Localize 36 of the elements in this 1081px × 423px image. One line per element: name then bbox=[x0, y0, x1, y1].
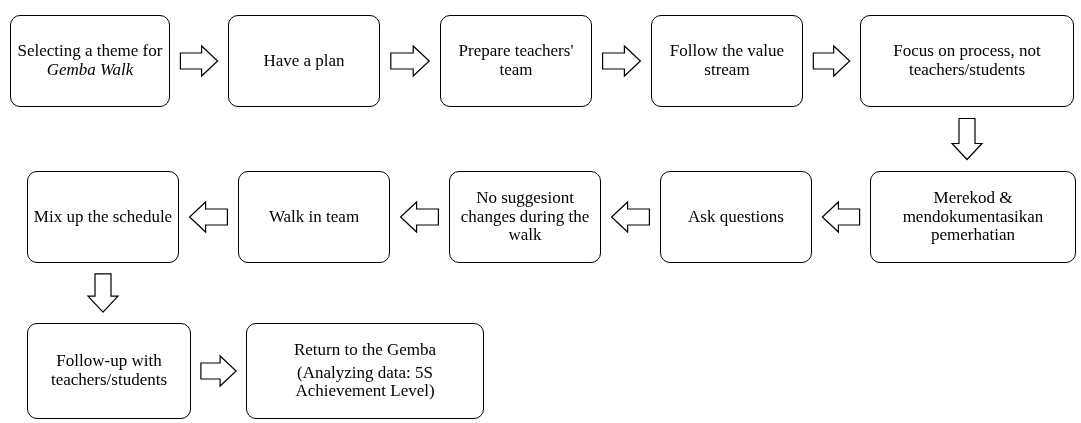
block-arrow bbox=[950, 117, 984, 161]
box-text: Selecting a theme for Gemba Walk bbox=[16, 42, 164, 80]
box-text: Have a plan bbox=[263, 51, 345, 71]
process-box bbox=[10, 15, 170, 107]
block-arrow bbox=[812, 44, 851, 78]
box-text: Return to the Gemba bbox=[293, 340, 437, 360]
block-arrow bbox=[399, 200, 439, 234]
block-arrow bbox=[200, 354, 237, 388]
box-text: Merekod & mendokumentasikan pemerhatian bbox=[901, 188, 1045, 246]
box-text: Follow the value stream bbox=[668, 42, 786, 80]
box-text: Mix up the schedule bbox=[33, 207, 173, 227]
box-text: Focus on process, not teachers/students bbox=[892, 42, 1042, 80]
process-box bbox=[440, 15, 592, 107]
process-box bbox=[228, 15, 380, 107]
box-text: Walk in team bbox=[268, 207, 360, 227]
box-text: No suggesiont changes during the walk bbox=[459, 188, 591, 246]
box-text: (Analyzing data: 5S Achievement Level) bbox=[294, 363, 436, 402]
process-box bbox=[660, 171, 812, 263]
process-box bbox=[246, 323, 484, 419]
block-arrow bbox=[188, 200, 228, 234]
process-box bbox=[651, 15, 803, 107]
block-arrow bbox=[602, 44, 642, 78]
block-arrow bbox=[610, 200, 650, 234]
process-box bbox=[860, 15, 1074, 107]
process-box bbox=[27, 323, 191, 419]
block-arrow bbox=[179, 44, 219, 78]
process-box bbox=[449, 171, 601, 263]
process-box bbox=[238, 171, 390, 263]
block-arrow bbox=[390, 44, 431, 78]
process-box bbox=[870, 171, 1076, 263]
box-text: Prepare teachers' team bbox=[457, 42, 575, 80]
box-text: Ask questions bbox=[688, 207, 784, 227]
process-box bbox=[27, 171, 179, 263]
block-arrow bbox=[821, 200, 861, 234]
block-arrow bbox=[86, 273, 120, 314]
box-text: Follow-up with teachers/students bbox=[49, 352, 169, 390]
